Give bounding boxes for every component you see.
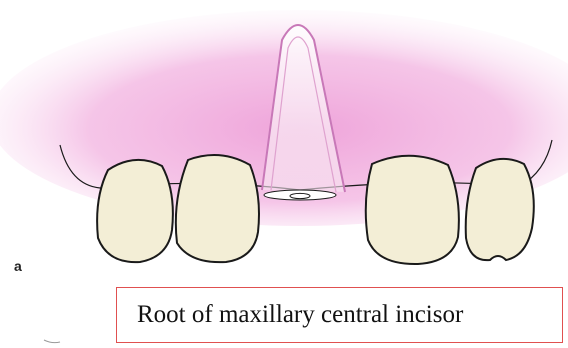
tooth-right-central-incisor <box>176 155 259 262</box>
caption-text: Root of maxillary central incisor <box>137 301 463 329</box>
tooth-right-lateral-incisor <box>97 160 173 262</box>
tooth-left-central-incisor <box>366 156 459 264</box>
caption-box: Root of maxillary central incisor <box>116 287 563 343</box>
decorative-mark <box>44 340 60 343</box>
panel-label: a <box>14 258 22 274</box>
tooth-left-lateral-incisor <box>466 159 534 260</box>
